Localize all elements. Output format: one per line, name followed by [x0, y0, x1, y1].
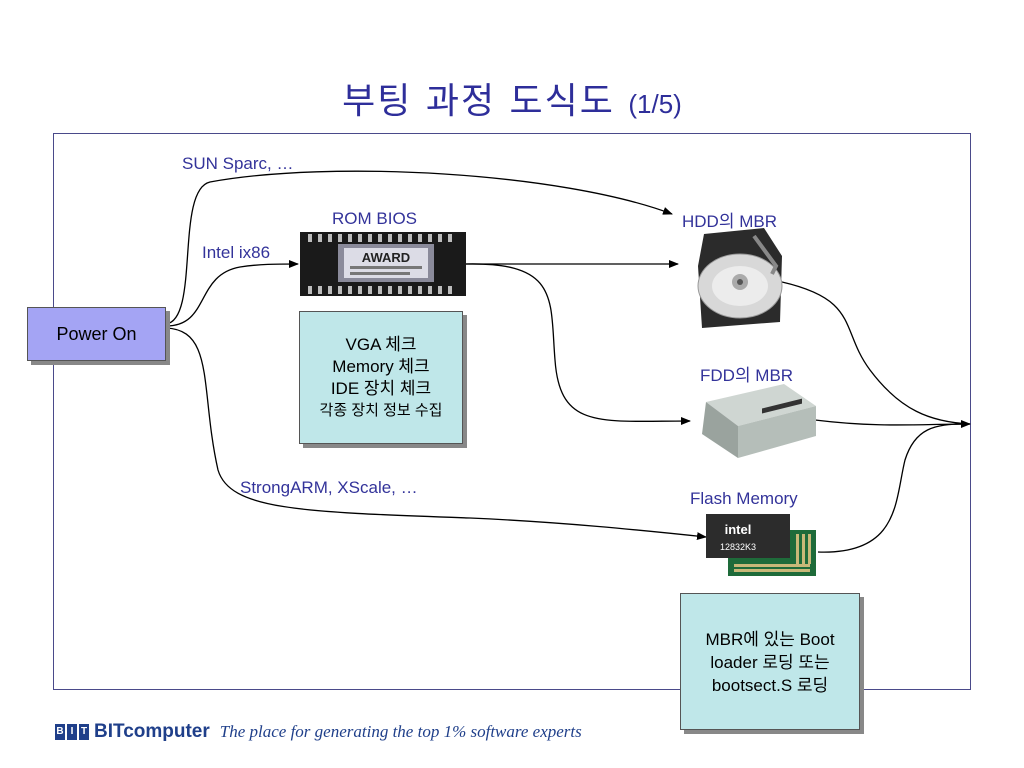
title-main: 부팅 과정 도식도 — [342, 81, 615, 122]
mbr-note-line-3: bootsect.S 로딩 — [711, 676, 829, 695]
logo-letter-t: T — [79, 724, 89, 740]
flash-brand-text: intel — [725, 522, 752, 537]
label-flash-memory: Flash Memory — [690, 489, 798, 508]
bios-checks-box: VGA 체크 Memory 체크 IDE 장치 체크 각종 장치 정보 수집 — [299, 311, 463, 444]
mbr-note-box: MBR에 있는 Boot loader 로딩 또는 bootsect.S 로딩 — [680, 593, 860, 730]
power-on-box: Power On — [27, 307, 166, 361]
label-intel: Intel ix86 — [202, 243, 271, 262]
fdd-image — [702, 384, 816, 458]
title-sub: (1/5) — [628, 89, 682, 119]
flash-model-text: 12832K3 — [720, 542, 756, 552]
check-ide: IDE 장치 체크 — [330, 379, 432, 398]
label-sun-sparc: SUN Sparc, … — [182, 154, 294, 173]
mbr-note-line-2: loader 로딩 또는 — [710, 653, 830, 672]
arrow-flash-to-output — [817, 423, 966, 553]
power-on-label: Power On — [56, 324, 137, 344]
arrow-hdd-to-output — [781, 281, 971, 425]
label-strongarm: StrongARM, XScale, … — [240, 478, 418, 497]
check-vga: VGA 체크 — [345, 335, 417, 354]
diagram-frame — [53, 133, 971, 690]
page-title: 부팅 과정 도식도 (1/5) — [0, 72, 1024, 124]
check-memory: Memory 체크 — [332, 357, 430, 376]
flash-chip-image: intel 12832K3 — [706, 514, 816, 576]
logo-letter-i: I — [67, 724, 77, 740]
label-fdd-mbr: FDD의 MBR — [700, 366, 794, 385]
check-device-info: 각종 장치 정보 수집 — [319, 402, 443, 419]
arrow-arm-to-flash — [165, 327, 707, 541]
arrow-bios-to-fdd — [465, 263, 691, 426]
mbr-note-line-1: MBR에 있는 Boot — [705, 630, 835, 649]
arrow-intel-to-bios — [165, 260, 299, 327]
company-slogan: The place for generating the top 1% soft… — [219, 722, 582, 741]
logo-letter-b: B — [55, 724, 65, 740]
arrow-sun-to-hdd — [165, 170, 673, 325]
hdd-image — [697, 228, 783, 328]
footer: B I T BITcomputer The place for generati… — [55, 719, 582, 745]
company-name: BITcomputer — [94, 721, 210, 742]
label-hdd-mbr: HDD의 MBR — [682, 212, 777, 231]
bit-logo: B I T — [55, 724, 89, 740]
label-rom-bios: ROM BIOS — [332, 209, 418, 228]
bios-chip-image: AWARD — [300, 232, 466, 296]
bios-chip-text: AWARD — [362, 250, 410, 265]
